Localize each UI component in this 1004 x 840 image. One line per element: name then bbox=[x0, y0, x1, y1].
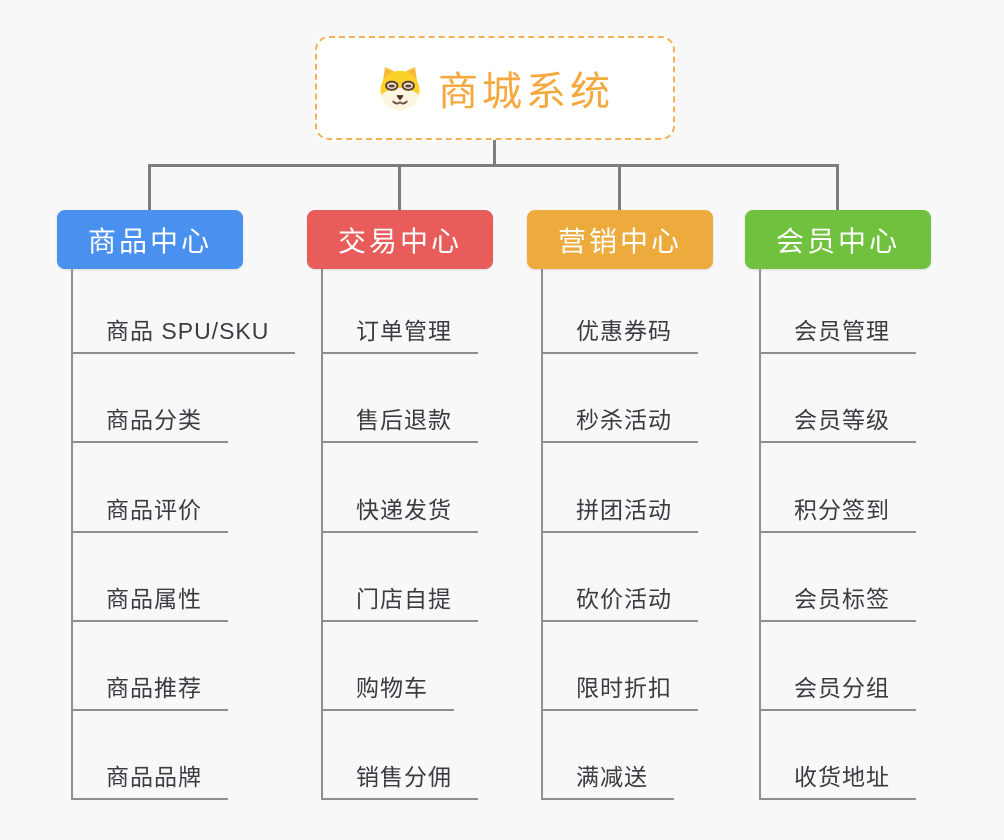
topic-label: 商品评价 bbox=[106, 497, 202, 523]
children-column-member-center: 会员管理 会员等级 积分签到 会员标签 会员分组 收货地址 bbox=[759, 269, 916, 800]
topic-label: 快递发货 bbox=[356, 497, 452, 523]
connector-drop-marketing bbox=[618, 164, 621, 211]
topic-node[interactable]: 积分签到 bbox=[759, 489, 916, 533]
branch-label: 交易中心 bbox=[337, 225, 462, 257]
branch-node-trade-center[interactable]: 交易中心 bbox=[307, 210, 493, 269]
topic-label: 收货地址 bbox=[794, 764, 890, 790]
topic-label: 商品推荐 bbox=[106, 675, 202, 701]
topic-label: 购物车 bbox=[356, 675, 428, 701]
root-node-title: 商城系统 bbox=[438, 70, 614, 114]
connector-root-stem bbox=[493, 140, 496, 167]
topic-node[interactable]: 购物车 bbox=[321, 667, 454, 711]
topic-label: 积分签到 bbox=[794, 497, 890, 523]
topic-label: 订单管理 bbox=[356, 318, 452, 344]
topic-label: 限时折扣 bbox=[576, 675, 672, 701]
branch-label: 商品中心 bbox=[87, 225, 212, 257]
children-column-trade-center: 订单管理 售后退款 快递发货 门店自提 购物车 销售分佣 bbox=[321, 269, 478, 800]
topic-label: 商品属性 bbox=[106, 586, 202, 612]
topic-label: 砍价活动 bbox=[576, 586, 672, 612]
connector-horizontal-bus bbox=[148, 164, 839, 167]
topic-label: 商品品牌 bbox=[106, 764, 202, 790]
dog-face-icon bbox=[380, 67, 420, 110]
topic-node[interactable]: 会员分组 bbox=[759, 667, 916, 711]
topic-label: 会员分组 bbox=[794, 675, 890, 701]
topic-node[interactable]: 销售分佣 bbox=[321, 756, 478, 800]
topic-node[interactable]: 会员标签 bbox=[759, 578, 916, 622]
children-column-product-center: 商品 SPU/SKU 商品分类 商品评价 商品属性 商品推荐 商品品牌 bbox=[71, 269, 296, 800]
topic-node[interactable]: 商品推荐 bbox=[71, 667, 228, 711]
topic-node[interactable]: 优惠券码 bbox=[541, 310, 698, 354]
topic-label: 满减送 bbox=[576, 764, 648, 790]
children-column-marketing-center: 优惠券码 秒杀活动 拼团活动 砍价活动 限时折扣 满减送 bbox=[541, 269, 698, 800]
connector-drop-trade bbox=[398, 164, 401, 211]
topic-label: 会员管理 bbox=[794, 318, 890, 344]
connector-drop-products bbox=[148, 164, 151, 211]
topic-label: 商品分类 bbox=[106, 407, 202, 433]
topic-label: 门店自提 bbox=[356, 586, 452, 612]
topic-node[interactable]: 限时折扣 bbox=[541, 667, 698, 711]
topic-label: 会员标签 bbox=[794, 586, 890, 612]
topic-node[interactable]: 商品 SPU/SKU bbox=[71, 310, 296, 354]
root-node-mall-system[interactable]: 商城系统 bbox=[315, 36, 675, 140]
topic-node[interactable]: 快递发货 bbox=[321, 489, 478, 533]
topic-node[interactable]: 商品评价 bbox=[71, 489, 228, 533]
branch-node-member-center[interactable]: 会员中心 bbox=[745, 210, 931, 269]
topic-node[interactable]: 门店自提 bbox=[321, 578, 478, 622]
topic-label: 优惠券码 bbox=[576, 318, 672, 344]
connector-drop-members bbox=[836, 164, 839, 211]
topic-label: 售后退款 bbox=[356, 407, 452, 433]
topic-node[interactable]: 砍价活动 bbox=[541, 578, 698, 622]
topic-label: 会员等级 bbox=[794, 407, 890, 433]
topic-node[interactable]: 商品品牌 bbox=[71, 756, 228, 800]
topic-node[interactable]: 会员管理 bbox=[759, 310, 916, 354]
topic-label: 销售分佣 bbox=[356, 764, 452, 790]
branch-label: 会员中心 bbox=[775, 225, 900, 257]
topic-node[interactable]: 商品属性 bbox=[71, 578, 228, 622]
branch-node-product-center[interactable]: 商品中心 bbox=[57, 210, 243, 269]
topic-node[interactable]: 满减送 bbox=[541, 756, 674, 800]
branch-node-marketing-center[interactable]: 营销中心 bbox=[527, 210, 713, 269]
topic-node[interactable]: 收货地址 bbox=[759, 756, 916, 800]
topic-node[interactable]: 商品分类 bbox=[71, 399, 228, 443]
branch-label: 营销中心 bbox=[557, 225, 682, 257]
topic-node[interactable]: 拼团活动 bbox=[541, 489, 698, 533]
topic-node[interactable]: 秒杀活动 bbox=[541, 399, 698, 443]
topic-label: 商品 SPU/SKU bbox=[106, 318, 270, 344]
topic-label: 拼团活动 bbox=[576, 497, 672, 523]
topic-node[interactable]: 售后退款 bbox=[321, 399, 478, 443]
topic-label: 秒杀活动 bbox=[576, 407, 672, 433]
topic-node[interactable]: 订单管理 bbox=[321, 310, 478, 354]
topic-node[interactable]: 会员等级 bbox=[759, 399, 916, 443]
